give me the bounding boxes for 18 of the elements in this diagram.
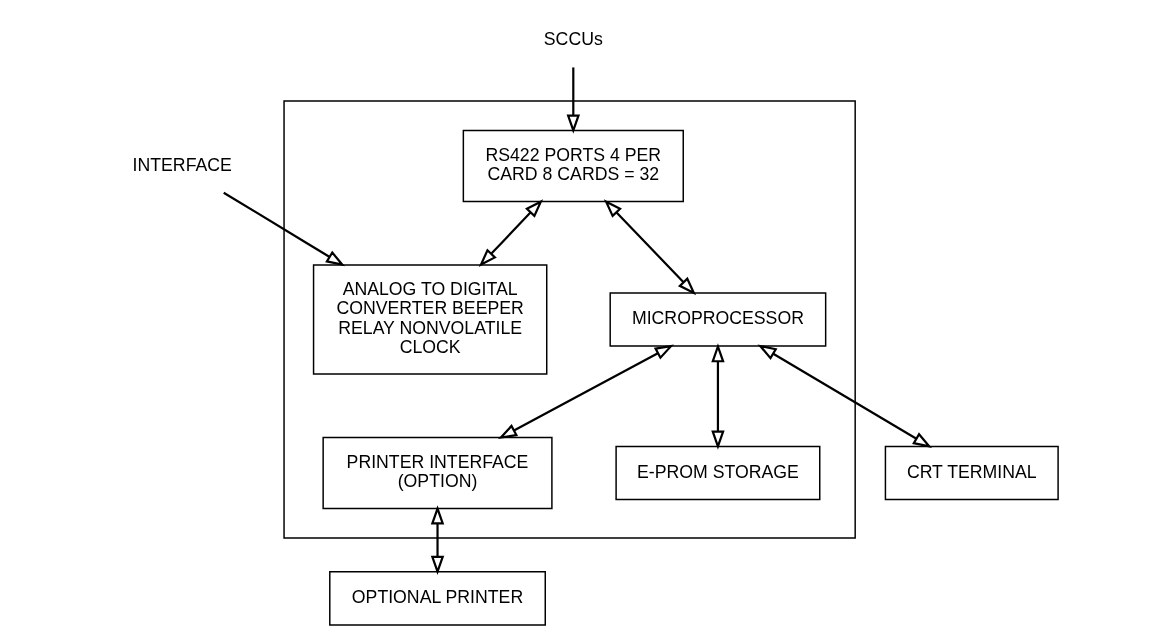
node-box: RS422 PORTS 4 PER CARD 8 CARDS = 32 [462, 129, 684, 203]
arrow [603, 199, 696, 296]
node-box: PRINTER INTERFACE (OPTION) [321, 436, 553, 510]
node-box: E-PROM STORAGE [614, 445, 820, 501]
arrow [497, 344, 674, 440]
arrow [566, 67, 580, 134]
cluster [282, 100, 856, 539]
node-box: ANALOG TO DIGITAL CONVERTER BEEPER RELAY NONVOLATILE CLOCK [312, 264, 547, 375]
node-text: SCCUs [543, 29, 603, 50]
arrow [478, 199, 543, 267]
arrow [710, 343, 725, 450]
node-box: CRT TERMINAL [884, 445, 1059, 501]
arrow [430, 505, 444, 575]
node-text: INTERFACE [132, 154, 232, 175]
node-box: MICROPROCESSOR [608, 292, 826, 347]
node-box: OPTIONAL PRINTER [328, 571, 546, 626]
arrow [222, 191, 345, 267]
arrow [757, 344, 932, 448]
